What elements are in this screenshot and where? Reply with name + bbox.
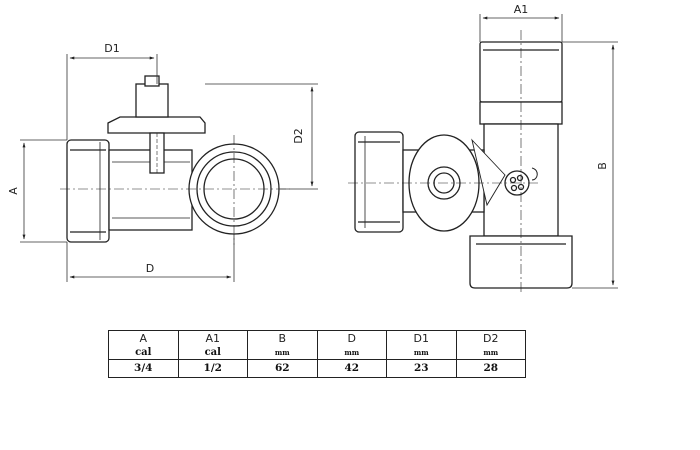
spec-table-value-row: 3/4 1/2 62 42 23 28 — [108, 359, 526, 378]
spec-unit-d2: mm — [455, 345, 526, 360]
dim-label-b: B — [596, 162, 609, 170]
spec-unit-a1: cal — [177, 345, 248, 360]
spec-table: A A1 B D D1 D2 cal cal mm mm mm mm 3/4 1… — [108, 330, 526, 378]
spec-header-d2: D2 — [455, 330, 526, 345]
front-view-nut — [66, 139, 110, 243]
side-view-bottom-union — [469, 235, 573, 289]
spec-value-d: 42 — [316, 359, 387, 378]
spec-table-header-row: A A1 B D D1 D2 — [108, 330, 526, 345]
spec-table-unit-row: cal cal mm mm mm mm — [108, 345, 526, 360]
spec-unit-b: mm — [247, 345, 318, 360]
spec-header-d1: D1 — [386, 330, 457, 345]
spec-value-a1: 1/2 — [177, 359, 248, 378]
spec-header-a1: A1 — [177, 330, 248, 345]
side-view-nut — [354, 131, 404, 233]
spec-unit-a: cal — [108, 345, 179, 360]
spec-value-d2: 28 — [455, 359, 526, 378]
spec-unit-d1: mm — [386, 345, 457, 360]
spec-header-b: B — [247, 330, 318, 345]
side-view — [348, 30, 573, 292]
spec-value-b: 62 — [247, 359, 318, 378]
spec-header-d: D — [316, 330, 387, 345]
dim-label-d2: D2 — [292, 128, 305, 143]
front-view — [60, 75, 290, 245]
dim-label-d: D — [146, 262, 154, 275]
spec-value-a: 3/4 — [108, 359, 179, 378]
front-view-handle — [107, 116, 206, 134]
dim-label-d1: D1 — [104, 42, 119, 55]
spec-unit-d: mm — [316, 345, 387, 360]
spec-header-a: A — [108, 330, 179, 345]
dim-label-a: A — [7, 187, 20, 195]
spec-value-d1: 23 — [386, 359, 457, 378]
dim-label-a1: A1 — [514, 3, 529, 16]
